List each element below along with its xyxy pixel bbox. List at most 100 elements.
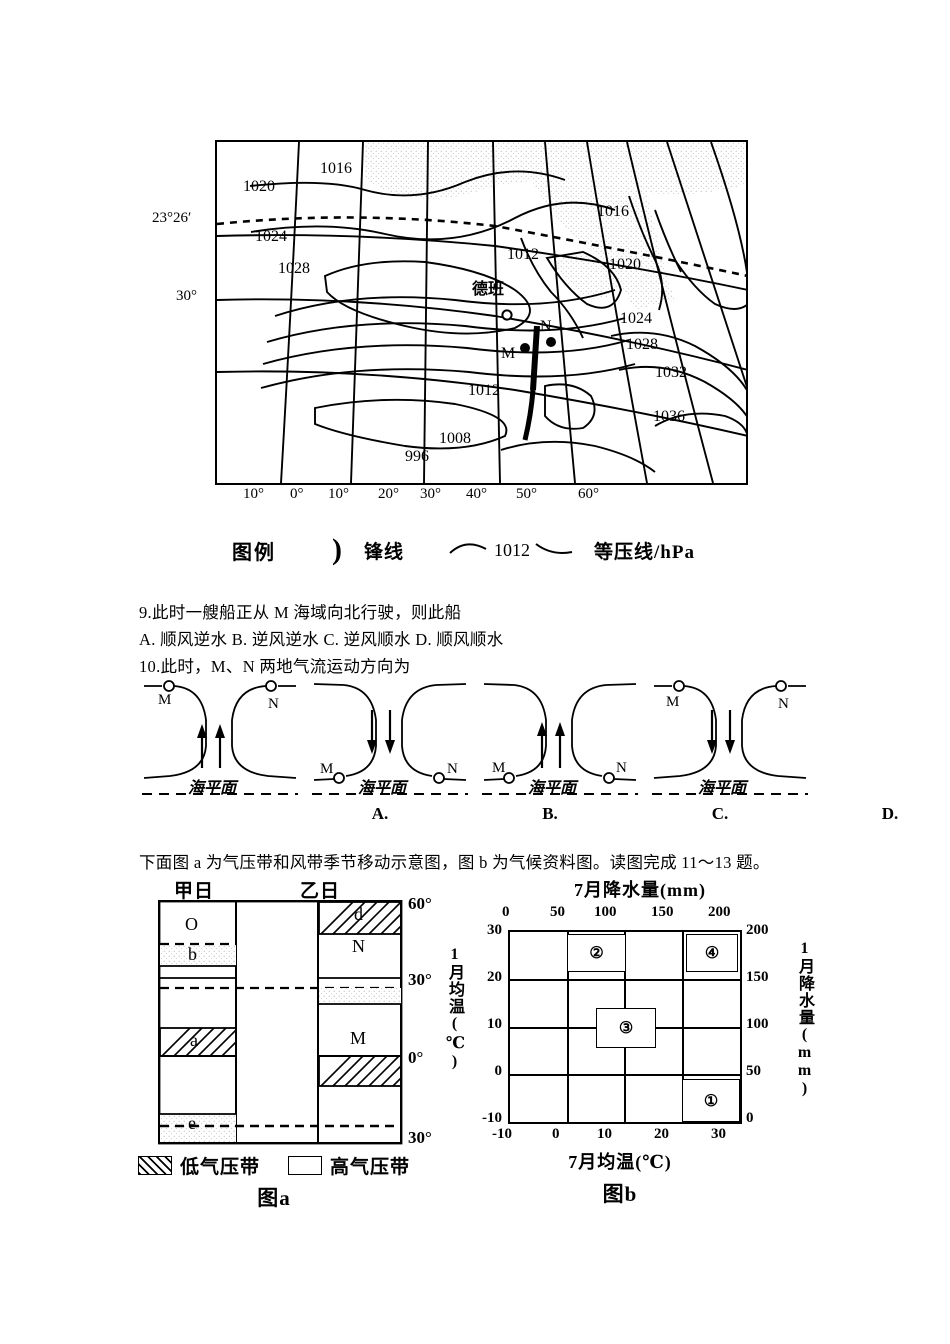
figure-b-bottom-tick-30: 30: [711, 1126, 726, 1142]
question-9-options: A. 顺风逆水 B. 逆风逆水 C. 逆风顺水 D. 顺风顺水: [139, 630, 504, 649]
map-lon-label-7: 60°: [578, 486, 599, 502]
front-line-symbol: ): [332, 533, 342, 566]
high-pressure-swatch: [288, 1155, 323, 1175]
option-b-sea-level-label: 海平面: [358, 780, 407, 797]
option-a-label-n: N: [268, 696, 279, 712]
figure-b-right-tick-50: 50: [746, 1063, 761, 1079]
map-lon-label-6: 50°: [516, 486, 537, 502]
option-diagram-b[interactable]: M N 海平面 B.: [310, 676, 558, 823]
map-lat-label-30: 30°: [176, 288, 197, 304]
option-diagram-d[interactable]: M N 海平面 D.: [650, 676, 898, 823]
figure-b-bottom-tick-0: 0: [552, 1126, 560, 1142]
map-lon-label-2: 10°: [328, 486, 349, 502]
figure-a-band-label-a: a: [190, 1030, 198, 1050]
figure-b-bottom-tick-20: 20: [654, 1126, 669, 1142]
map-lon-label-1: 0°: [290, 486, 304, 502]
isobar-label-1036: 1036: [653, 408, 685, 425]
figure-a-lat-60: 60°: [408, 894, 432, 913]
figure-b-left-tick-neg10: -10: [482, 1110, 502, 1126]
option-diagram-a[interactable]: M N 海平面 A.: [140, 676, 388, 823]
figure-b-region-3: ③: [596, 1008, 656, 1048]
figure-b-bottom-tick-10: 10: [597, 1126, 612, 1142]
passage-11-13: 下面图 a 为气压带和风带季节移动示意图，图 b 为气候资料图。读图完成 11～…: [139, 853, 770, 872]
option-b-label-m: M: [320, 761, 334, 777]
figure-b-top-tick-3: 150: [651, 904, 674, 920]
map-lat-label-2326: 23°26′: [152, 210, 192, 226]
option-d-label-n: N: [778, 696, 789, 712]
figure-b-right-tick-100: 100: [746, 1016, 769, 1032]
figure-a: 甲日 乙日: [138, 876, 438, 1216]
option-a-label-m: M: [158, 692, 172, 708]
figure-a-legend: 低气压带 高气压带: [138, 1150, 438, 1180]
option-c-label-n: N: [616, 760, 627, 776]
figure-b-bottom-tick-neg10: -10: [492, 1126, 512, 1142]
option-a-sea-level-label: 海平面: [188, 780, 237, 797]
figure-a-lat-30n: 30°: [408, 970, 432, 989]
figure-a-caption: 图a: [257, 1186, 291, 1210]
figure-b-y-right-label: 1月降水量(mm): [796, 940, 813, 1098]
isobar-label-1024-right: 1024: [620, 310, 652, 327]
isobar-label-1012-lower: 1012: [468, 382, 500, 399]
figure-b-left-tick-20: 20: [487, 969, 502, 985]
figure-b-top-tick-0: 0: [502, 904, 510, 920]
isobar-label-1024: 1024: [255, 228, 287, 245]
figure-a-band-label-e: e: [188, 1113, 196, 1133]
option-d-label-m: M: [666, 694, 680, 710]
front-line-label: 锋线: [364, 541, 405, 563]
isobar-sample-value: 1012: [494, 539, 531, 560]
option-a-letter: A.: [371, 804, 389, 823]
figure-b-plot-area: ② ④ ③ ①: [508, 930, 742, 1124]
figure-a-band-label-n: N: [352, 936, 365, 956]
map-lon-label-5: 40°: [466, 486, 487, 502]
isobar-label-1016: 1016: [320, 160, 352, 177]
option-b-letter: B.: [542, 804, 558, 823]
figure-a-lat-0: 0°: [408, 1048, 424, 1067]
figure-b-gridline-h-20: [510, 979, 740, 981]
map-longitude-axis: 10° 0° 10° 20° 30° 40° 50° 60°: [215, 486, 748, 508]
weather-map-figure: 1020 1016 1024 1028 1016 1012 1020 1024 …: [215, 140, 748, 485]
option-d-sea-level-label: 海平面: [698, 780, 747, 797]
isobar-symbol-left: [448, 540, 488, 561]
isobar-label-1028-right: 1028: [626, 336, 658, 353]
isobar-label-1020: 1020: [243, 178, 275, 195]
figure-a-band-label-o: O: [185, 914, 198, 934]
figure-a-band-label-d: d: [354, 904, 363, 924]
figure-b-gridline-h-0: [510, 1074, 740, 1076]
city-marker-durban: [501, 309, 513, 321]
point-marker-n: [546, 337, 556, 347]
figure-b-right-tick-150: 150: [746, 969, 769, 985]
map-legend-title: 图例: [232, 541, 276, 564]
option-diagram-c[interactable]: M N 海平面 C.: [480, 676, 728, 823]
isobar-label-1028: 1028: [278, 260, 310, 277]
figure-b-region-2: ②: [567, 934, 626, 972]
figure-a-column-titles: 甲日 乙日: [140, 876, 435, 902]
figure-b-x-bottom-label: 7月均温(℃): [568, 1152, 672, 1172]
option-c-label-m: M: [492, 760, 506, 776]
isobar-label-1008: 1008: [439, 430, 471, 447]
figure-b-right-tick-0: 0: [746, 1110, 754, 1126]
map-label-m: M: [501, 345, 516, 362]
figure-b-top-title: 7月降水量(mm): [574, 880, 706, 900]
weather-map-svg: [215, 140, 748, 485]
isobar-label: 等压线/hPa: [594, 541, 695, 563]
figure-a-lat-30s: 30°: [408, 1128, 432, 1147]
figure-b-left-tick-10: 10: [487, 1016, 502, 1032]
figure-a-band-label-b: b: [188, 944, 197, 964]
figure-b-right-tick-200: 200: [746, 922, 769, 938]
figure-b-top-tick-1: 50: [550, 904, 565, 920]
option-c-letter: C.: [711, 804, 729, 823]
figure-a-title-left: 甲日: [174, 881, 215, 902]
figure-a-chart: O b a e d N M: [158, 900, 403, 1145]
isobar-label-996: 996: [405, 448, 429, 465]
isobar-symbol-right: [534, 540, 574, 561]
option-d-letter: D.: [881, 804, 899, 823]
question-9-stem: 9.此时一艘船正从 M 海域向北行驶，则此船: [139, 603, 462, 622]
figure-a-title-right: 乙日: [300, 881, 341, 902]
question-10-stem: 10.此时，M、N 两地气流运动方向为: [139, 657, 411, 676]
map-label-n: N: [540, 318, 552, 335]
option-b-label-n: N: [447, 761, 458, 777]
figure-a-band-label-m: M: [350, 1028, 367, 1048]
figure-b: 7月降水量(mm) 0 50 100 150 200 30 20 10 0 -1…: [440, 876, 840, 1216]
option-c-sea-level-label: 海平面: [528, 780, 577, 797]
map-legend: 图例 ) 锋线 1012 等压线/hPa: [232, 530, 695, 570]
